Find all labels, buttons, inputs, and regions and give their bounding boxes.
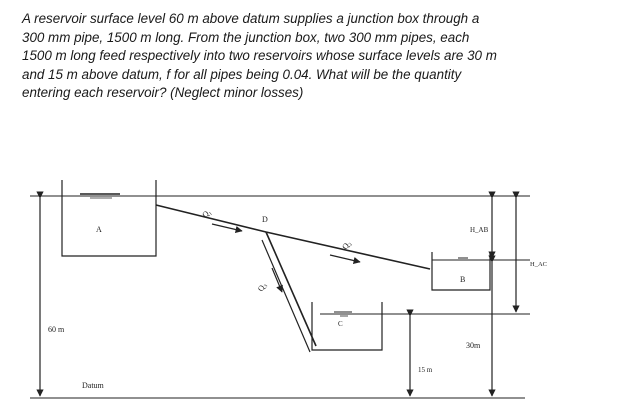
problem-line: 1500 m long feed respectively into two r… — [22, 48, 497, 63]
reservoir-c-label: C — [338, 320, 343, 328]
reservoir-b-label: B — [460, 275, 465, 284]
problem-line: 300 mm pipe, 1500 m long. From the junct… — [22, 29, 470, 45]
flow-arrow-q3 — [271, 267, 283, 293]
reservoir-c — [311, 302, 383, 351]
reservoir-a-label: A — [96, 225, 102, 234]
flow-q3-label: Q₃ — [256, 281, 268, 293]
pipe-db — [265, 231, 431, 270]
junction-label: D — [262, 215, 268, 224]
level-60-label: 60 m — [48, 325, 65, 334]
level-15-label: 15 m — [418, 366, 433, 374]
head-ab-label: H_AB — [470, 226, 489, 234]
pipe-ad — [155, 204, 267, 233]
problem-line: and 15 m above datum, f for all pipes be… — [22, 66, 462, 82]
level-30-label: 30m — [466, 341, 481, 350]
flow-q1-label: Q₁ — [201, 207, 214, 220]
flow-arrow-q1 — [211, 223, 243, 234]
problem-line: A reservoir surface level 60 m above dat… — [22, 11, 480, 26]
head-ac-label: H_AC — [530, 261, 547, 268]
flow-arrow-q2 — [329, 254, 361, 265]
reservoir-a — [61, 180, 157, 257]
problem-line: entering each reservoir? (Neglect minor … — [22, 85, 304, 100]
datum-label: Datum — [82, 381, 105, 390]
pipe-dc — [265, 231, 317, 347]
problem-statement: A reservoir surface level 60 m above dat… — [22, 10, 622, 103]
